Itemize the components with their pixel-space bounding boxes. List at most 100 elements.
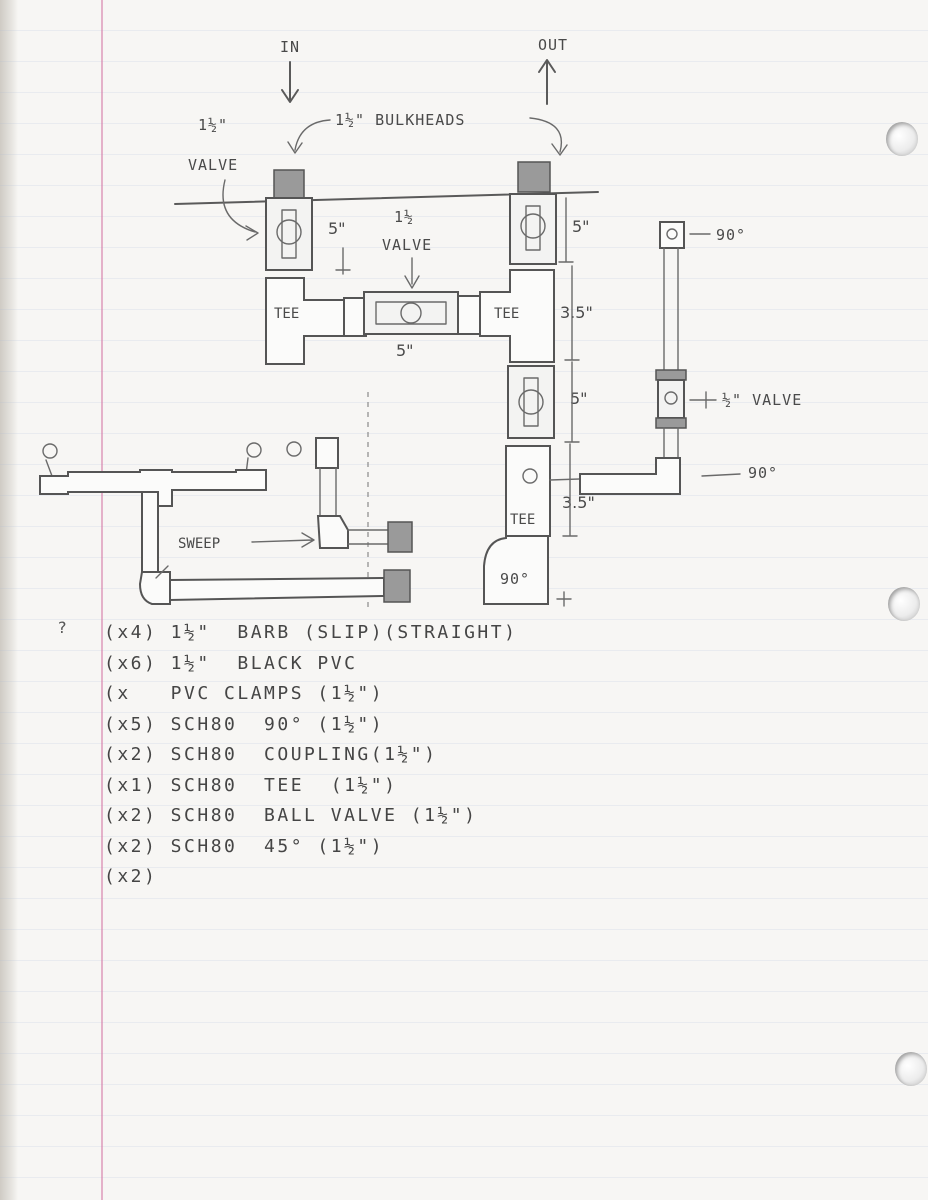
ruled-line — [0, 619, 928, 620]
top-right-elbow-label: 90° — [716, 226, 746, 244]
right-tee-label: TEE — [494, 306, 519, 322]
left-dimension-line — [335, 247, 351, 275]
ruled-line — [0, 774, 928, 775]
ruled-line — [0, 216, 928, 217]
right-ball-valve — [509, 193, 557, 265]
center-valve-handle — [400, 302, 422, 324]
sweep-pointer — [251, 532, 315, 548]
ruled-line — [0, 92, 928, 93]
left-valve-label-line1: 1½" — [198, 116, 228, 134]
left-sweep-elbow — [138, 571, 171, 605]
ruled-line — [0, 650, 928, 651]
bottom-right-elbow-label: 90° — [748, 464, 778, 482]
right-drain-pipe-upper — [663, 247, 679, 371]
right-lower-tee-dimension: 3.5" — [562, 493, 595, 512]
top-right-elbow-port — [666, 228, 678, 240]
question-mark: ? — [58, 618, 67, 637]
ruled-line — [0, 1177, 928, 1178]
ruled-line — [0, 805, 928, 806]
left-vertical-pipe — [141, 491, 159, 575]
parts-list-item: (x5) SCH80 90° (1½") — [104, 713, 385, 735]
bulkhead-pointer-right — [529, 117, 568, 156]
bottom-elbow-label: 90° — [500, 570, 530, 588]
right-valve-pointer — [689, 391, 717, 409]
bottom-elbow — [483, 535, 549, 605]
paper-edge — [0, 0, 18, 1200]
parts-list-item: (x PVC CLAMPS (1½") — [104, 683, 385, 704]
ruled-line — [0, 185, 928, 186]
ruled-line — [0, 526, 928, 527]
ruled-line — [0, 464, 928, 465]
center-coupling-left — [343, 297, 367, 337]
parts-list-item: (x2) SCH80 45° (1½") — [104, 835, 385, 857]
sweep-tick — [155, 565, 169, 579]
in-label: IN — [280, 38, 300, 56]
right-tee-dimension-line — [564, 265, 580, 361]
ruled-line — [0, 371, 928, 372]
right-lower-tee — [505, 445, 551, 537]
bottom-return-pipe — [169, 576, 385, 602]
right-valve-nut-bottom — [655, 417, 687, 429]
parts-list-item: (x4) 1½" BARB (SLIP)(STRAIGHT) — [104, 622, 518, 643]
bottom-right-elbow — [579, 457, 681, 495]
right-mid-valve-stem — [523, 377, 539, 427]
bulkheads-label: 1½" BULKHEADS — [335, 111, 465, 129]
ruled-line — [0, 1022, 928, 1023]
ruled-line — [0, 836, 928, 837]
sweep-label: SWEEP — [178, 536, 220, 552]
parts-list-item: (x2) SCH80 COUPLING(1½") — [104, 744, 438, 765]
ruled-line — [0, 278, 928, 279]
ruled-line — [0, 712, 928, 713]
left-barb-1 — [42, 443, 58, 459]
ruled-line — [0, 898, 928, 899]
ruled-line — [0, 123, 928, 124]
right-lower-tee-port — [522, 468, 538, 484]
ruled-line — [0, 402, 928, 403]
center-ball-valve — [363, 291, 459, 335]
ruled-line — [0, 960, 928, 961]
right-valve-label: ½" VALVE — [722, 391, 802, 409]
right-mid-dimension-line — [564, 361, 580, 443]
right-upper-tee — [479, 269, 555, 363]
upper-small-elbow — [315, 437, 339, 469]
small-vertical-pipe — [319, 467, 337, 519]
ruled-line — [0, 929, 928, 930]
center-coupling-right — [457, 295, 481, 335]
right-valve-handle — [520, 213, 546, 239]
ruled-line — [0, 1084, 928, 1085]
small-sweep-elbow — [316, 515, 349, 549]
right-top-valve-dimension: 5" — [572, 217, 590, 236]
ruled-line — [0, 1115, 928, 1116]
center-valve-dimension: 5" — [396, 341, 414, 360]
out-label: OUT — [538, 36, 568, 54]
ruled-line — [0, 495, 928, 496]
ruled-line — [0, 247, 928, 248]
parts-list-item: (x2) — [104, 866, 158, 887]
right-mid-valve-handle — [518, 389, 544, 415]
parts-list-item: (x1) SCH80 TEE (1½") — [104, 774, 398, 796]
ruled-line — [0, 743, 928, 744]
parts-list-item: (x6) 1½" BLACK PVC — [104, 652, 358, 674]
ruled-line — [0, 340, 928, 341]
ruled-line — [0, 1053, 928, 1054]
left-valve-stem — [281, 209, 297, 259]
binder-hole — [886, 122, 918, 156]
left-valve-dimension: 5" — [328, 219, 346, 238]
ruled-line — [0, 588, 928, 589]
left-ball-valve — [265, 197, 313, 271]
left-barb-3 — [286, 441, 302, 457]
center-valve-pointer — [404, 257, 420, 289]
ruled-line — [0, 30, 928, 31]
right-half-inch-valve — [657, 379, 685, 419]
left-valve-label-line2: VALVE — [188, 156, 238, 174]
right-top-dimension-line — [558, 197, 574, 263]
in-arrow — [281, 61, 299, 103]
left-tee-label: TEE — [274, 306, 299, 322]
bottom-right-elbow-pointer — [701, 473, 741, 477]
top-right-elbow — [659, 221, 685, 249]
ruled-line — [0, 154, 928, 155]
left-valve-handle — [276, 219, 302, 245]
right-valve-stem — [525, 205, 541, 251]
